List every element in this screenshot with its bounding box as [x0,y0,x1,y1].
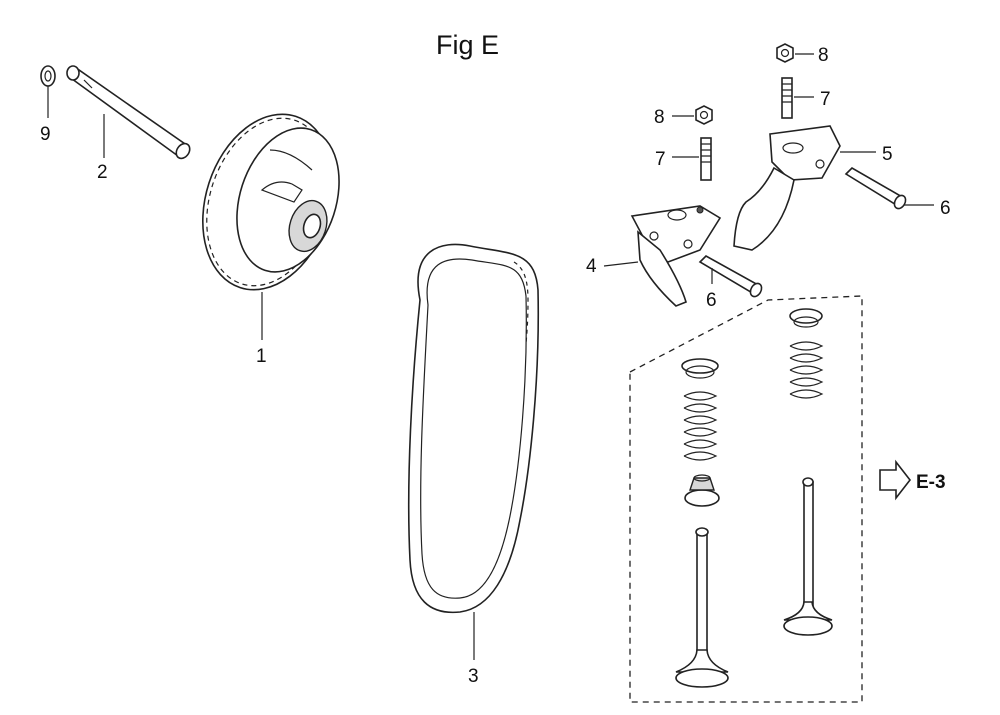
callout-7-upper: 7 [820,89,831,110]
valve-spring-retainer-right [789,308,823,328]
callout-9: 9 [40,124,51,145]
callout-6-lower: 6 [706,290,717,311]
callout-8-upper: 8 [818,45,829,66]
callout-2: 2 [97,162,108,183]
reference-arrow-icon [879,459,912,501]
rocker-shaft-part-6a [698,255,763,298]
leader-lines [47,53,934,660]
callout-7-lower: 7 [655,149,666,170]
timing-pulley-part-1 [202,113,340,291]
callout-6-upper: 6 [940,198,951,219]
callout-3: 3 [468,666,479,687]
reference-e3: E-3 [916,472,946,493]
callout-1: 1 [256,346,267,367]
valve-spring-right [789,341,824,399]
adjust-nut-part-8b [776,43,794,63]
timing-belt-part-3 [407,243,540,614]
rocker-shaft-part-6b [844,167,907,210]
valve-assembly-box [629,295,863,703]
rocker-arm-part-4 [630,205,722,307]
valve-stem-seal [684,474,720,507]
washer-part-9 [40,65,56,87]
rocker-arm-part-5 [733,125,841,251]
valve-spring-retainer-left [681,358,719,379]
valve-right [783,477,833,636]
figure-title: Fig E [435,30,500,60]
pivot-bolt-part-7b [781,77,793,119]
valve-spring-left [683,391,718,461]
valve-left [675,527,729,688]
adjust-nut-part-8a [695,105,713,125]
callout-5: 5 [882,144,893,165]
shaft-part-2 [66,65,191,160]
callout-8-lower: 8 [654,107,665,128]
pivot-bolt-part-7a [700,137,712,181]
callout-4: 4 [586,256,597,277]
